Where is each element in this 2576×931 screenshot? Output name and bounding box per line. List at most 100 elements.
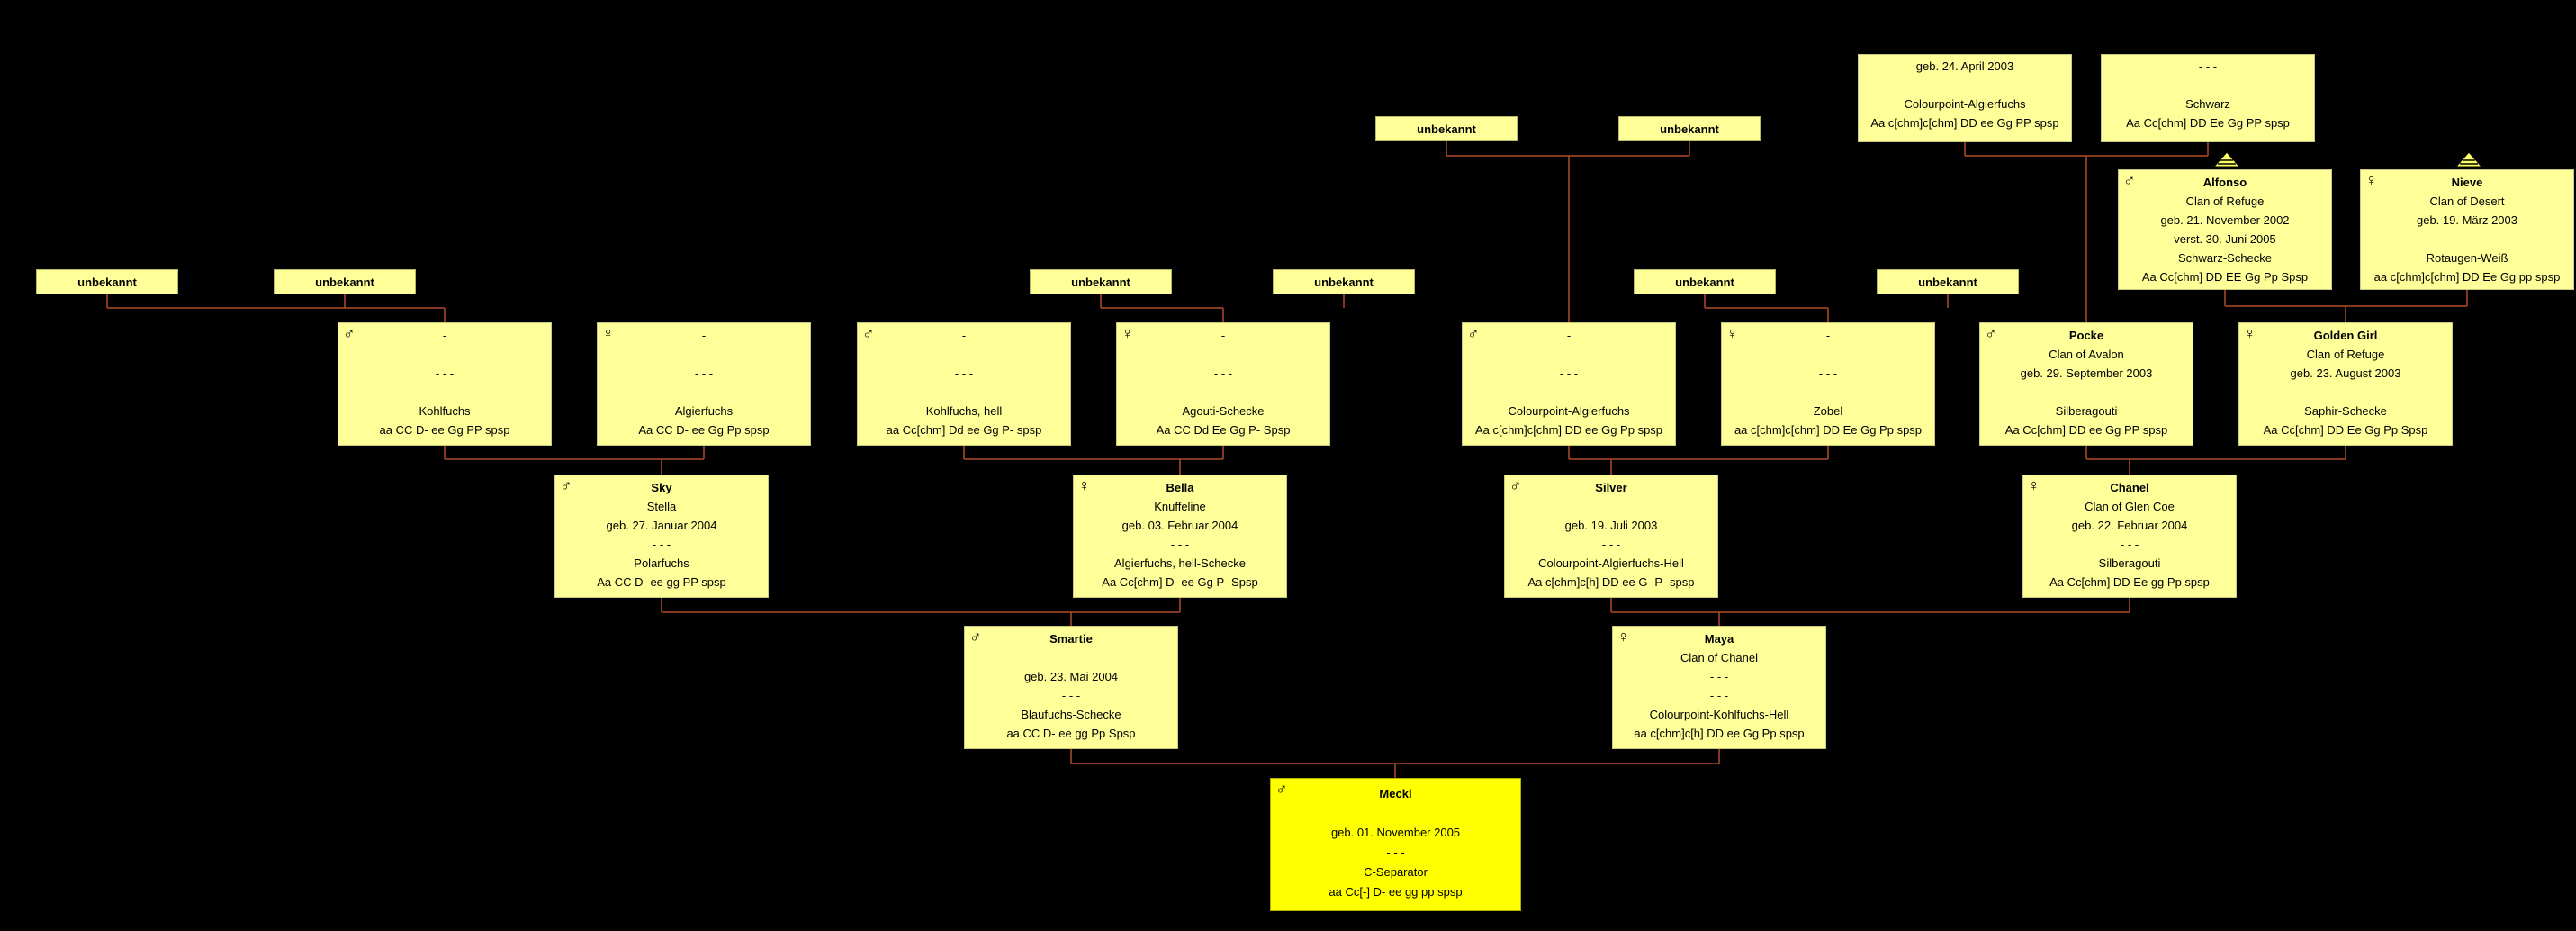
- unknown-ancestor[interactable]: unbekannt: [1375, 116, 1518, 141]
- animal-name: Nieve: [2451, 176, 2483, 189]
- death-date: - - -: [2198, 78, 2218, 92]
- genotype: aa c[chm]c[chm] DD Ee Gg pp spsp: [2373, 270, 2561, 284]
- death-date: - - -: [1818, 385, 1838, 399]
- death-date: - - -: [1213, 385, 1233, 399]
- female-icon: ♀: [1726, 324, 1739, 342]
- death-date: - - -: [435, 385, 455, 399]
- female-icon: ♀: [1617, 628, 1630, 646]
- animal-card-pocke-father[interactable]: geb. 24. April 2003 - - - Colourpoint-Al…: [1858, 54, 2072, 142]
- animal-card-sky[interactable]: ♂ Sky Stella geb. 27. Januar 2004 - - - …: [554, 475, 769, 598]
- male-icon: ♂: [862, 324, 875, 342]
- genotype: Aa Cc[chm] DD Ee gg Pp spsp: [2049, 575, 2210, 589]
- animal-card-mecki[interactable]: ♂ Mecki geb. 01. November 2005 - - - C-S…: [1270, 778, 1521, 911]
- unknown-ancestor[interactable]: unbekannt: [274, 269, 416, 294]
- birth-date: geb. 22. Februar 2004: [2071, 519, 2188, 532]
- color: Rotaugen-Weiß: [2426, 251, 2508, 265]
- animal-name: -: [1566, 329, 1572, 342]
- death-date: - - -: [1559, 385, 1579, 399]
- expand-ancestors-icon[interactable]: [2212, 151, 2241, 167]
- death-date: - - -: [1601, 538, 1621, 551]
- animal-card[interactable]: ♂ - - - - - - - Kohlfuchs, hell aa Cc[ch…: [857, 322, 1071, 446]
- animal-card-maya[interactable]: ♀ Maya Clan of Chanel - - - - - - Colour…: [1612, 626, 1826, 749]
- male-icon: ♂: [969, 628, 982, 646]
- kennel: Clan of Chanel: [1680, 651, 1758, 664]
- birth-date: - - -: [1213, 366, 1233, 380]
- kennel: Clan of Refuge: [2306, 348, 2385, 361]
- animal-name: -: [701, 329, 707, 342]
- genotype: aa CC D- ee gg Pp Spsp: [1006, 727, 1136, 740]
- color: Zobel: [1813, 404, 1843, 418]
- color: Kohlfuchs: [419, 404, 471, 418]
- birth-date: - - -: [1709, 670, 1729, 683]
- birth-date: - - -: [1818, 366, 1838, 380]
- female-icon: ♀: [2028, 476, 2040, 494]
- genotype: Aa CC Dd Ee Gg P- Spsp: [1156, 423, 1291, 437]
- animal-card-bella[interactable]: ♀ Bella Knuffeline geb. 03. Februar 2004…: [1073, 475, 1287, 598]
- unknown-ancestor[interactable]: unbekannt: [1618, 116, 1761, 141]
- genotype: aa c[chm]c[h] DD ee Gg Pp spsp: [1634, 727, 1805, 740]
- animal-card-chanel[interactable]: ♀ Chanel Clan of Glen Coe geb. 22. Febru…: [2022, 475, 2237, 598]
- animal-name: -: [1825, 329, 1831, 342]
- genotype: Aa Cc[chm] D- ee Gg P- Spsp: [1102, 575, 1258, 589]
- kennel: [1505, 497, 1717, 516]
- color: Algierfuchs, hell-Schecke: [1114, 556, 1246, 570]
- animal-card[interactable]: ♂ - - - - - - - Kohlfuchs aa CC D- ee Gg…: [338, 322, 552, 446]
- color: Colourpoint-Algierfuchs: [1508, 404, 1630, 418]
- death-date: - - -: [1170, 538, 1190, 551]
- expand-ancestors-icon[interactable]: [2454, 151, 2483, 167]
- genotype: Aa Cc[chm] DD EE Gg Pp Spsp: [2141, 270, 2309, 284]
- death-date: - - -: [2457, 232, 2477, 246]
- animal-card[interactable]: ♀ - - - - - - - Agouti-Schecke Aa CC Dd …: [1116, 322, 1330, 446]
- unknown-ancestor[interactable]: unbekannt: [1634, 269, 1776, 294]
- birth-date: geb. 29. September 2003: [2020, 366, 2153, 380]
- animal-card-nieve[interactable]: ♀ Nieve Clan of Desert geb. 19. März 200…: [2360, 169, 2574, 290]
- animal-card[interactable]: ♂ - - - - - - - Colourpoint-Algierfuchs …: [1462, 322, 1676, 446]
- animal-name: Alfonso: [2202, 176, 2247, 189]
- animal-card[interactable]: ♀ - - - - - - - Zobel aa c[chm]c[chm] DD…: [1721, 322, 1935, 446]
- color: Colourpoint-Kohlfuchs-Hell: [1649, 708, 1789, 721]
- unknown-ancestor[interactable]: unbekannt: [1030, 269, 1172, 294]
- animal-card-pocke[interactable]: ♂ Pocke Clan of Avalon geb. 29. Septembe…: [1979, 322, 2193, 446]
- kennel: Knuffeline: [1154, 500, 1206, 513]
- color: Saphir-Schecke: [2304, 404, 2387, 418]
- female-icon: ♀: [602, 324, 615, 342]
- genotype: Aa c[chm]c[h] DD ee G- P- spsp: [1527, 575, 1695, 589]
- birth-date: - - -: [435, 366, 455, 380]
- birth-date: - - -: [1559, 366, 1579, 380]
- death-date: - - -: [652, 538, 671, 551]
- color: Agouti-Schecke: [1182, 404, 1265, 418]
- birth-date: geb. 19. März 2003: [2416, 213, 2518, 227]
- death-date: - - -: [2336, 385, 2355, 399]
- genotype: aa c[chm]c[chm] DD Ee Gg Pp spsp: [1734, 423, 1923, 437]
- kennel: Clan of Glen Coe: [2085, 500, 2175, 513]
- unknown-ancestor[interactable]: unbekannt: [1877, 269, 2019, 294]
- color: Schwarz-Schecke: [2177, 251, 2273, 265]
- male-icon: ♂: [1275, 780, 1288, 798]
- animal-card-alfonso[interactable]: ♂ Alfonso Clan of Refuge geb. 21. Novemb…: [2118, 169, 2332, 290]
- animal-name: -: [1220, 329, 1226, 342]
- color: Silberagouti: [2055, 404, 2118, 418]
- color: Colourpoint-Algierfuchs-Hell: [1538, 556, 1684, 570]
- kennel: [1722, 345, 1934, 364]
- genotype: Aa CC D- ee Gg Pp spsp: [638, 423, 770, 437]
- male-icon: ♂: [1467, 324, 1480, 342]
- genotype: aa Cc[-] D- ee gg pp spsp: [1329, 885, 1463, 899]
- animal-card-smartie[interactable]: ♂ Smartie geb. 23. Mai 2004 - - - Blaufu…: [964, 626, 1178, 749]
- birth-date: geb. 01. November 2005: [1330, 826, 1461, 839]
- color: Kohlfuchs, hell: [925, 404, 1003, 418]
- unknown-ancestor[interactable]: unbekannt: [1273, 269, 1415, 294]
- unknown-ancestor[interactable]: unbekannt: [36, 269, 178, 294]
- animal-card-golden-girl[interactable]: ♀ Golden Girl Clan of Refuge geb. 23. Au…: [2238, 322, 2453, 446]
- male-icon: ♂: [2123, 171, 2136, 189]
- kennel: [1117, 345, 1329, 364]
- birth-date: - - -: [2198, 59, 2218, 73]
- color: Algierfuchs: [674, 404, 734, 418]
- death-date: verst. 30. Juni 2005: [2174, 232, 2276, 246]
- animal-card[interactable]: ♀ - - - - - - - Algierfuchs Aa CC D- ee …: [597, 322, 811, 446]
- animal-card-silver[interactable]: ♂ Silver geb. 19. Juli 2003 - - - Colour…: [1504, 475, 1718, 598]
- animal-card-pocke-mother[interactable]: - - - - - - Schwarz Aa Cc[chm] DD Ee Gg …: [2101, 54, 2315, 142]
- genotype: Aa Cc[chm] DD ee Gg PP spsp: [2004, 423, 2168, 437]
- color: C-Separator: [1364, 865, 1428, 879]
